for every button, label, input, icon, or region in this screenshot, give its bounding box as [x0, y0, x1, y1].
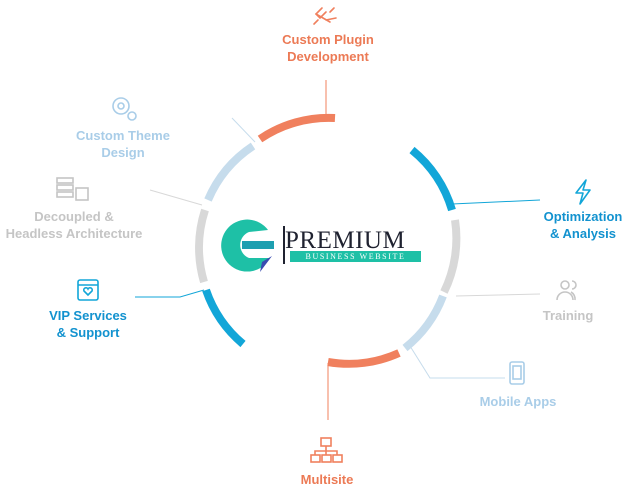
brand-name: PREMIUM — [285, 227, 406, 254]
arc-decoupled — [195, 208, 209, 284]
browser-heart-icon — [77, 279, 99, 301]
lightning-icon — [575, 179, 591, 205]
users-icon — [556, 280, 577, 301]
service-label-optimization: Optimization& Analysis — [543, 209, 623, 241]
brand-divider — [283, 226, 285, 264]
servers-icon — [56, 177, 89, 201]
connector-optimization — [451, 199, 541, 205]
plug-icon — [313, 7, 337, 25]
arc-custom-plugin — [257, 113, 336, 143]
service-label-decoupled: Decoupled &Headless Architecture — [5, 209, 143, 241]
arc-multisite — [327, 349, 401, 368]
arc-training — [440, 219, 461, 294]
arc-optimization — [409, 146, 456, 212]
connector-vip — [135, 289, 205, 298]
service-label-mobile-apps: Mobile Apps — [479, 394, 557, 409]
service-label-vip: VIP Services& Support — [49, 308, 127, 340]
connector-mobile-apps — [409, 345, 505, 379]
brand-tagline: BUSINESS WEBSITE — [290, 251, 421, 262]
connector-decoupled — [149, 189, 203, 206]
service-label-training: Training — [542, 308, 594, 323]
arc-mobile-apps — [402, 294, 447, 352]
connector-training — [455, 293, 541, 297]
arc-custom-theme — [204, 142, 256, 202]
service-label-multisite: Multisite — [300, 472, 354, 487]
mobile-icon — [509, 361, 525, 385]
arc-vip — [202, 288, 246, 348]
logo-mark-icon — [221, 219, 274, 272]
connector-custom-theme — [231, 117, 256, 143]
gear-icon — [112, 97, 137, 121]
network-icon — [310, 437, 343, 463]
